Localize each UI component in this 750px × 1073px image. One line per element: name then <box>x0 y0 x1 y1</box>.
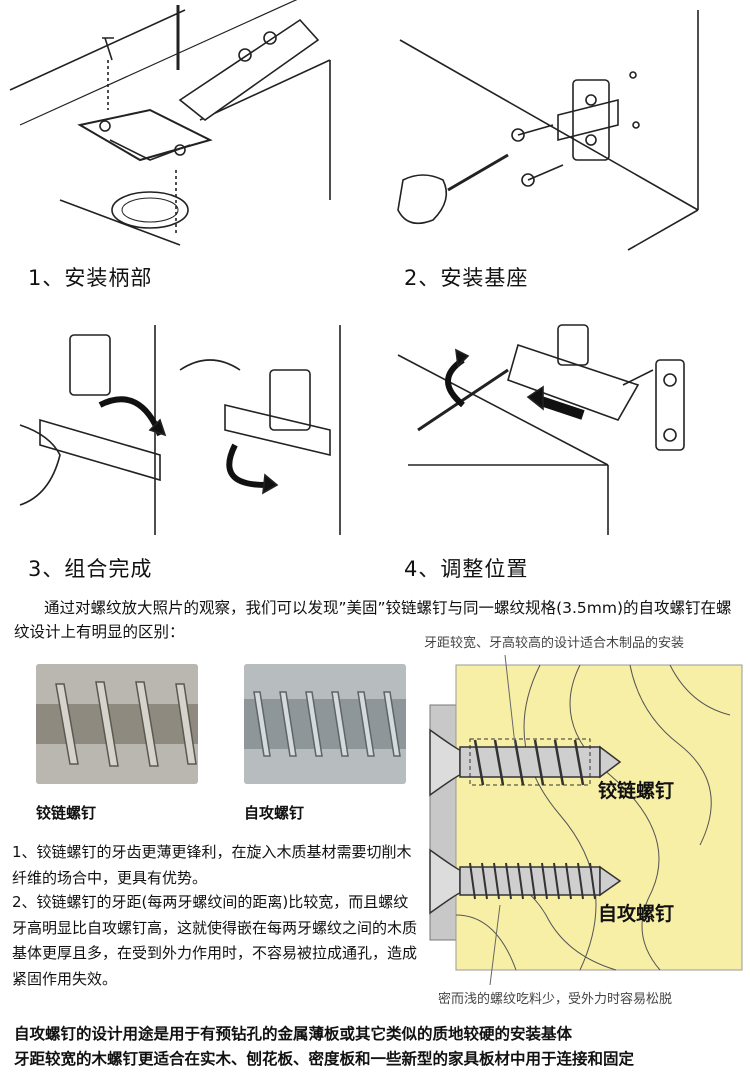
wood-block <box>455 664 743 971</box>
step-2-label: 2、安装基座 <box>404 266 529 290</box>
step-3-label: 3、组合完成 <box>28 557 153 581</box>
step-3-panel: 3、组合完成 <box>0 305 372 590</box>
hinge-screw-drawing <box>429 728 622 797</box>
hinge-adjust-illustration <box>397 324 685 535</box>
conclusion-line-2: 牙距较宽的木螺钉更适合在实木、刨花板、密度板和一些新型的家具板材中用于连接和固定 <box>14 1050 635 1068</box>
step-4-label: 4、调整位置 <box>404 557 529 581</box>
tapping-screw-thread-image <box>244 664 406 784</box>
hinge-screw-caption: 铰链螺钉 <box>36 804 97 822</box>
point-1-text: 1、铰链螺钉的牙齿更薄更锋利，在旋入木质基材需要切削木纤维的场合中，更具有优势。 <box>12 843 412 887</box>
diagram-top-note: 牙距较宽、牙高较高的设计适合木制品的安装 <box>424 636 685 651</box>
diagram-bottom-note: 密而浅的螺纹吃料少，受外力时容易松脱 <box>438 992 673 1007</box>
conclusion-line-1: 自攻螺钉的设计用途是用于有预钻孔的金属薄板或其它类似的质地较硬的安装基体 <box>14 1025 573 1043</box>
point-2-text: 2、铰链螺钉的牙距(每两牙螺纹间的距离)比较宽，而且螺纹牙高明显比自攻螺钉高，这… <box>12 893 418 988</box>
screw-comparison-diagram <box>429 655 743 985</box>
hinge-base-illustration <box>397 10 699 251</box>
bottom-leader-line <box>489 904 501 985</box>
step-2-panel: 2、安装基座 <box>378 0 750 300</box>
hinge-combine-illustration <box>19 325 341 535</box>
wood-grain <box>455 664 731 971</box>
intro-text: 通过对螺纹放大照片的观察，我们可以发现”美固”铰链螺钉与同一螺纹规格(3.5mm… <box>14 599 732 641</box>
hinge-screw-thread-image <box>36 664 198 784</box>
diagram-tapping-label: 自攻螺钉 <box>598 903 675 925</box>
step-4-panel: 4、调整位置 <box>378 305 750 590</box>
step-1-panel: 1、安装柄部 <box>0 0 372 300</box>
hinge-arm-illustration <box>9 0 331 246</box>
diagram-hinge-label: 铰链螺钉 <box>598 780 675 802</box>
step-1-label: 1、安装柄部 <box>28 266 153 290</box>
hinge-screw-photo <box>36 664 198 784</box>
tapping-screw-caption: 自攻螺钉 <box>244 804 305 822</box>
top-leader-line <box>504 655 516 746</box>
tapping-screw-photo <box>244 664 406 784</box>
tapping-screw-drawing <box>429 848 622 915</box>
